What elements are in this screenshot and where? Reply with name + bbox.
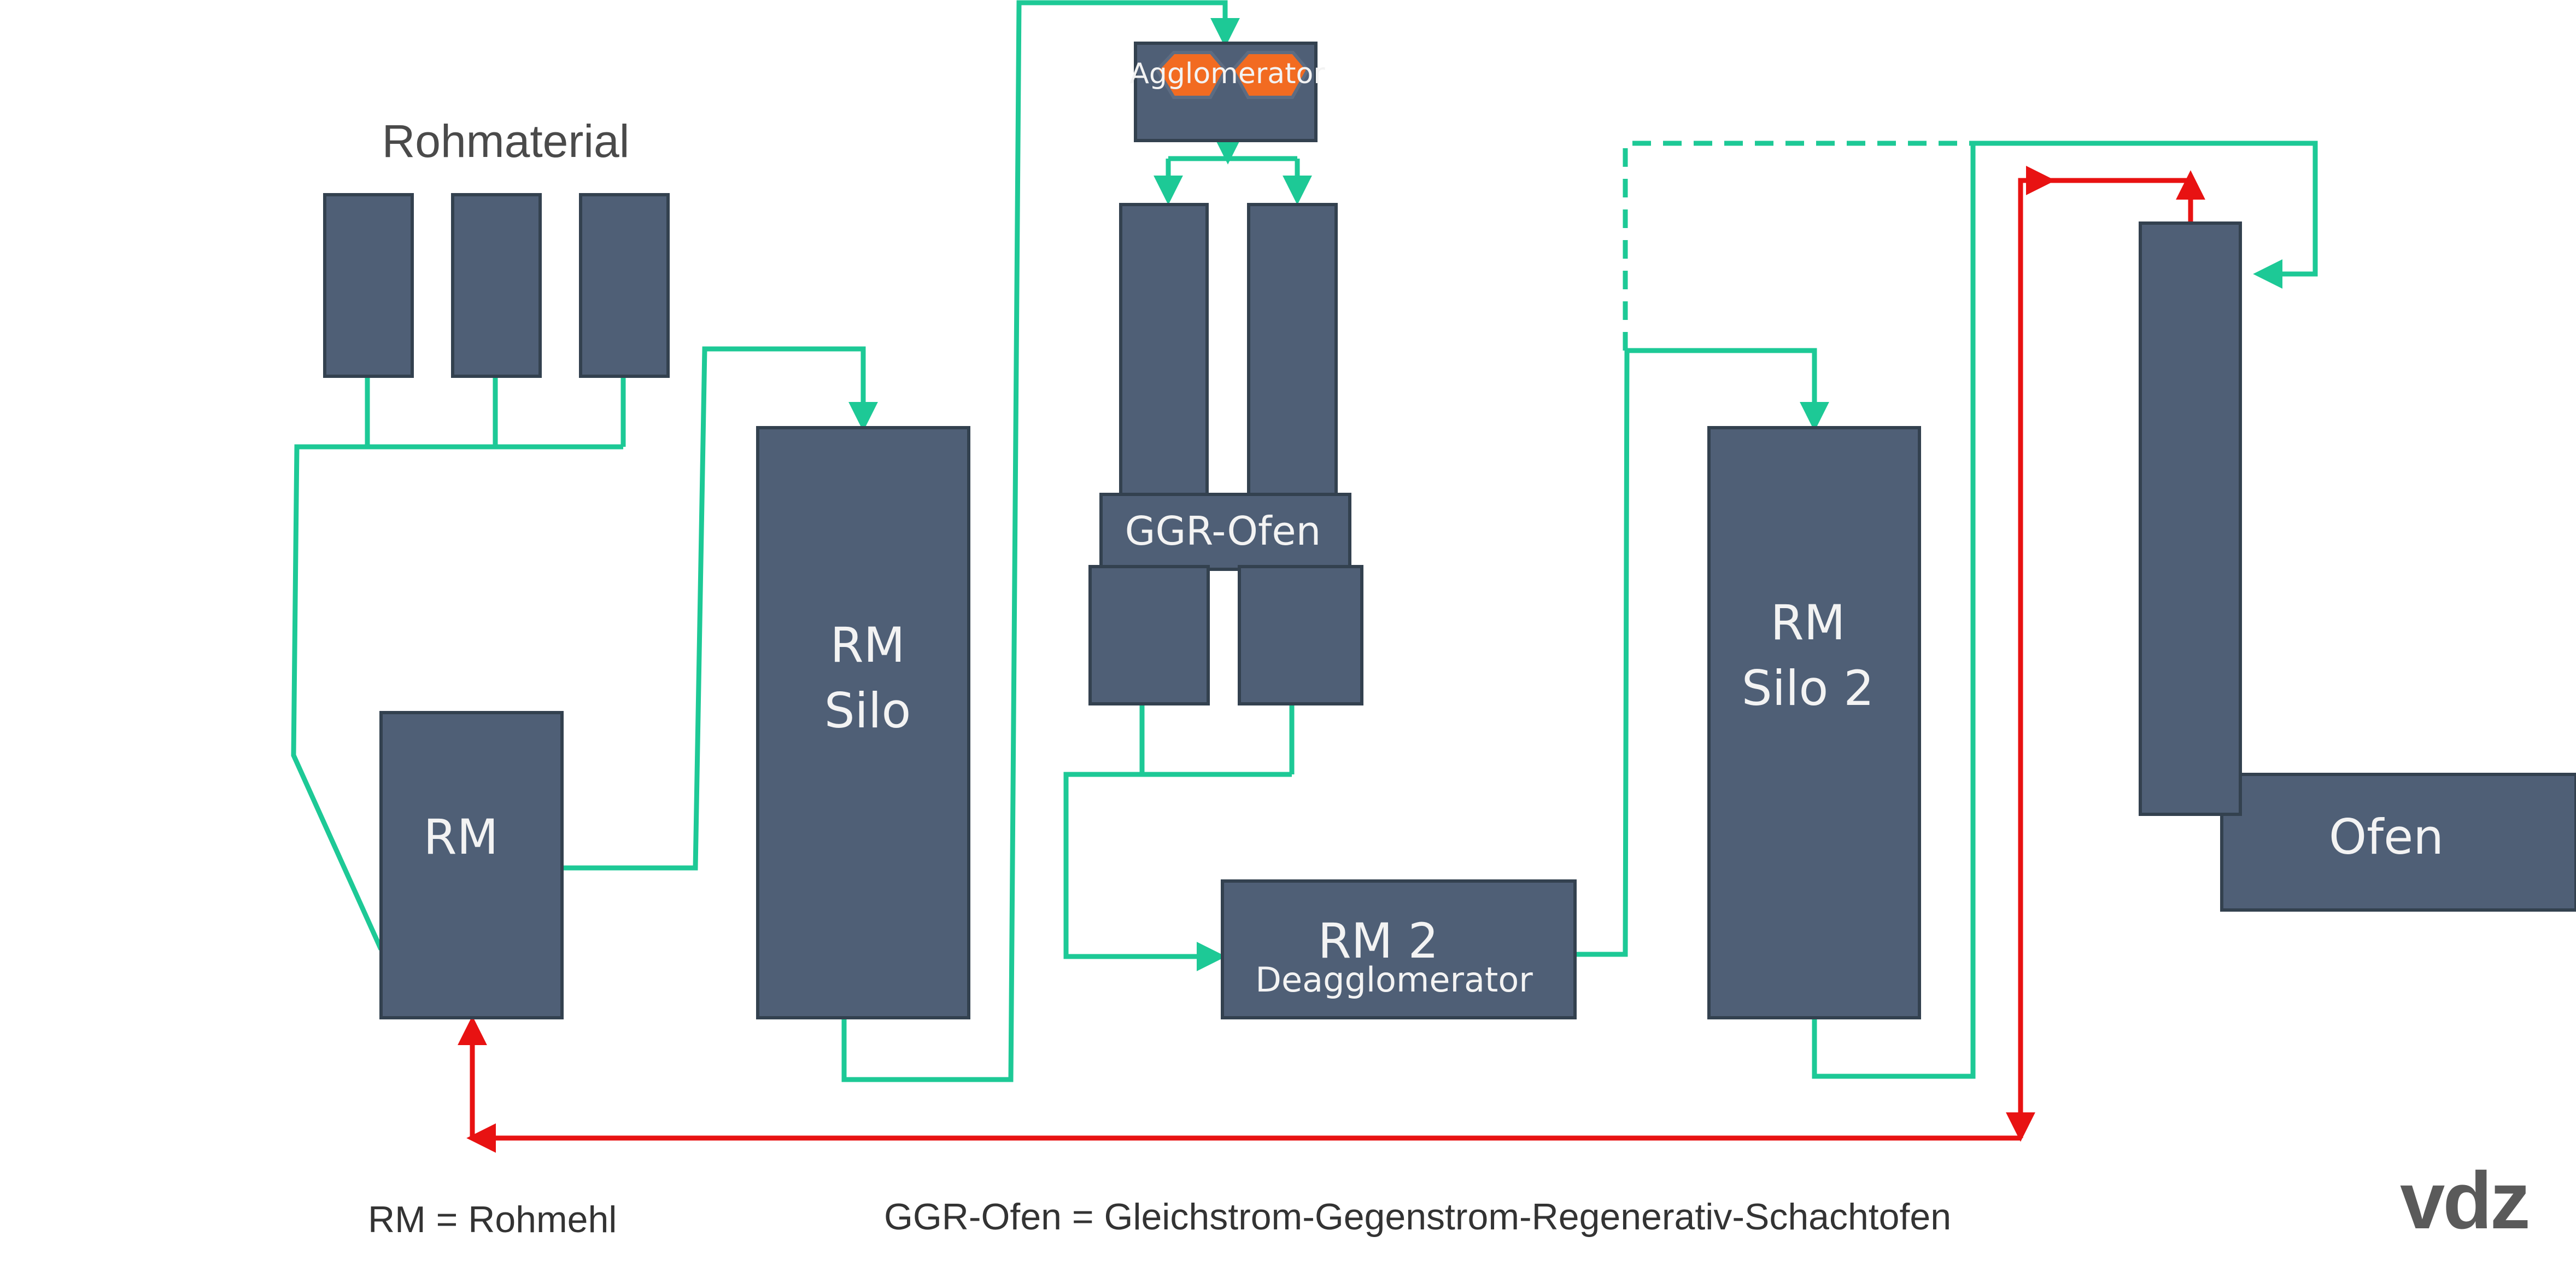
green-flow-lines xyxy=(291,0,2318,1082)
flow-ggr-to-rm2 xyxy=(1063,772,1292,971)
rm-mill-box xyxy=(379,711,564,1019)
rm2-label-line2: Deagglomerator xyxy=(1255,960,1533,1000)
flow-rm-to-silo xyxy=(562,346,878,871)
raw-material-hopper-1 xyxy=(323,193,414,378)
rm-silo-box xyxy=(756,426,970,1019)
flow-bypass-dashed xyxy=(1623,141,1973,351)
rm-silo-label-line1: RM xyxy=(830,617,905,673)
rm-silo-label-line2: Silo xyxy=(824,683,911,739)
rm2-label-line1: RM 2 xyxy=(1318,913,1438,969)
rm-silo2-label-line1: RM xyxy=(1770,594,1845,651)
ggr-shaft-left xyxy=(1119,203,1209,496)
ggr-lower-right xyxy=(1238,565,1363,705)
rm-silo2-box xyxy=(1707,426,1921,1019)
rm-label: RM xyxy=(423,809,498,865)
equipment-boxes xyxy=(323,42,2576,1019)
ggr-ofen-label: GGR-Ofen xyxy=(1125,508,1321,554)
vdz-logo: vdz xyxy=(2400,1156,2528,1246)
box-labels: RM RM Silo Agglomerator GGR-Ofen RM 2 De… xyxy=(423,57,2444,1000)
legend-rm-definition: RM = Rohmehl xyxy=(368,1199,617,1240)
agglomerator-hexagon-right xyxy=(1231,51,1310,99)
legend-ggr-definition: GGR-Ofen = Gleichstrom-Gegenstrom-Regene… xyxy=(884,1196,1951,1238)
flow-raw-collector xyxy=(291,444,623,950)
rm-silo2-label-line2: Silo 2 xyxy=(1742,660,1875,716)
ofen-label: Ofen xyxy=(2329,809,2444,865)
ofen-kiln-box xyxy=(2220,773,2576,912)
rm2-deagglomerator-box xyxy=(1221,879,1577,1019)
flow-silo-to-agglomerator xyxy=(841,0,1240,1082)
agglomerator-hexagons xyxy=(1155,51,1310,99)
red-return-line xyxy=(458,166,2205,1153)
ggr-shaft-right xyxy=(1247,203,1338,496)
ggr-lower-left xyxy=(1088,565,1210,705)
ggr-ofen-crossover xyxy=(1099,493,1351,571)
rohmaterial-heading: Rohmaterial xyxy=(382,115,630,167)
raw-material-hopper-3 xyxy=(579,193,670,378)
agglomerator-label: Agglomerator xyxy=(1129,57,1325,90)
ofen-preheater-tower xyxy=(2139,221,2242,816)
agglomerator-hexagon-left xyxy=(1155,51,1228,99)
raw-material-hopper-2 xyxy=(451,193,542,378)
